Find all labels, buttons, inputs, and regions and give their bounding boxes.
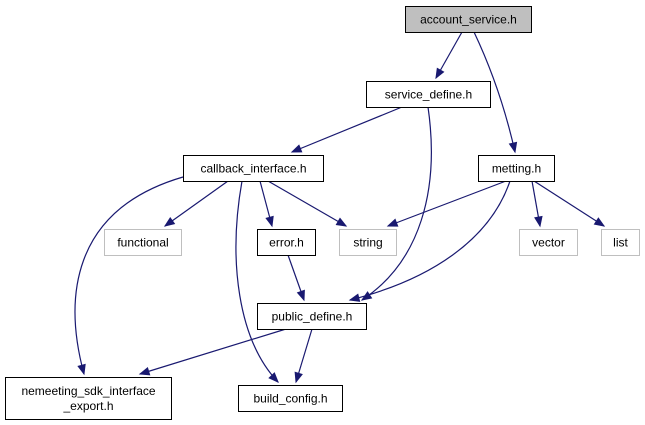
- edge-callback_interface-to-nemeeting_export: [74, 176, 184, 376]
- edge-public_define-to-nemeeting_export: [138, 328, 287, 376]
- node-box[interactable]: [519, 229, 578, 256]
- node-box[interactable]: [104, 229, 182, 256]
- edge-callback_interface-to-error: [259, 180, 274, 228]
- node-box[interactable]: [238, 385, 343, 412]
- node-label: public_define.h: [272, 310, 353, 324]
- node-account-service[interactable]: account_service.h: [405, 6, 532, 33]
- node-box[interactable]: [366, 81, 491, 108]
- node-list[interactable]: list: [601, 229, 640, 256]
- edge-line: [139, 328, 287, 375]
- node-box[interactable]: [601, 229, 640, 256]
- edge-callback_interface-to-functional: [163, 180, 229, 227]
- arrowhead-icon: [593, 217, 606, 227]
- edge-metting-to-string: [386, 180, 507, 227]
- arrowhead-icon: [294, 371, 303, 384]
- node-box[interactable]: [257, 229, 316, 256]
- node-box[interactable]: [339, 229, 397, 256]
- arrowhead-icon: [77, 363, 86, 376]
- edge-line: [164, 180, 229, 227]
- edge-line: [473, 31, 516, 153]
- edge-service_define-to-public_define: [360, 106, 432, 301]
- edge-line: [74, 176, 184, 375]
- node-vector[interactable]: vector: [519, 229, 578, 256]
- edge-line: [361, 106, 432, 301]
- node-label: nemeeting_sdk_interface: [21, 384, 155, 398]
- edges-layer: [74, 31, 606, 384]
- node-label: _export.h: [62, 399, 113, 413]
- edge-metting-to-public_define: [348, 180, 511, 302]
- node-public-define[interactable]: public_define.h: [257, 303, 367, 330]
- edge-metting-to-list: [533, 180, 606, 227]
- node-box[interactable]: [405, 6, 532, 33]
- node-label: callback_interface.h: [200, 162, 306, 176]
- edge-line: [235, 180, 279, 383]
- arrowhead-icon: [534, 215, 543, 228]
- edge-line: [267, 180, 347, 227]
- node-label: functional: [117, 236, 168, 250]
- node-label: metting.h: [492, 162, 541, 176]
- edge-line: [291, 106, 403, 153]
- arrowhead-icon: [163, 216, 176, 227]
- node-callback-interface[interactable]: callback_interface.h: [183, 155, 324, 182]
- node-box[interactable]: [183, 155, 324, 182]
- node-build-config[interactable]: build_config.h: [238, 385, 343, 412]
- node-label: service_define.h: [385, 88, 472, 102]
- arrowhead-icon: [335, 217, 348, 227]
- edge-callback_interface-to-string: [267, 180, 348, 227]
- node-box[interactable]: [257, 303, 367, 330]
- edge-error-to-public_define: [287, 254, 305, 302]
- node-functional[interactable]: functional: [104, 229, 182, 256]
- node-label: build_config.h: [253, 392, 327, 406]
- arrowhead-icon: [138, 367, 151, 376]
- arrowhead-icon: [508, 141, 518, 154]
- edge-service_define-to-callback_interface: [290, 106, 403, 153]
- node-box[interactable]: [478, 155, 555, 182]
- arrowhead-icon: [290, 144, 303, 153]
- node-label: error.h: [269, 236, 304, 250]
- node-label: account_service.h: [420, 13, 517, 27]
- node-label: string: [353, 236, 382, 250]
- node-string[interactable]: string: [339, 229, 397, 256]
- edge-line: [387, 180, 507, 227]
- arrowhead-icon: [386, 218, 399, 227]
- node-label: vector: [532, 236, 565, 250]
- edge-account_service-to-metting: [473, 31, 518, 154]
- edge-metting-to-vector: [531, 180, 543, 228]
- edge-account_service-to-service_define: [435, 31, 463, 80]
- arrowhead-icon: [435, 67, 445, 80]
- node-box[interactable]: [5, 377, 172, 420]
- node-service-define[interactable]: service_define.h: [366, 81, 491, 108]
- arrowhead-icon: [348, 293, 361, 302]
- node-error[interactable]: error.h: [257, 229, 316, 256]
- node-label: list: [613, 236, 628, 250]
- edge-public_define-to-build_config: [294, 328, 313, 384]
- arrowhead-icon: [265, 215, 274, 228]
- edge-line: [533, 180, 605, 227]
- edge-line: [349, 180, 511, 301]
- arrowhead-icon: [296, 289, 305, 302]
- node-metting[interactable]: metting.h: [478, 155, 555, 182]
- arrowhead-icon: [268, 372, 279, 383]
- nodes-layer: account_service.h service_define.hcallbac…: [5, 6, 640, 420]
- edge-callback_interface-to-build_config: [235, 180, 279, 383]
- node-nemeeting-export[interactable]: nemeeting_sdk_interface_export.h: [5, 377, 172, 420]
